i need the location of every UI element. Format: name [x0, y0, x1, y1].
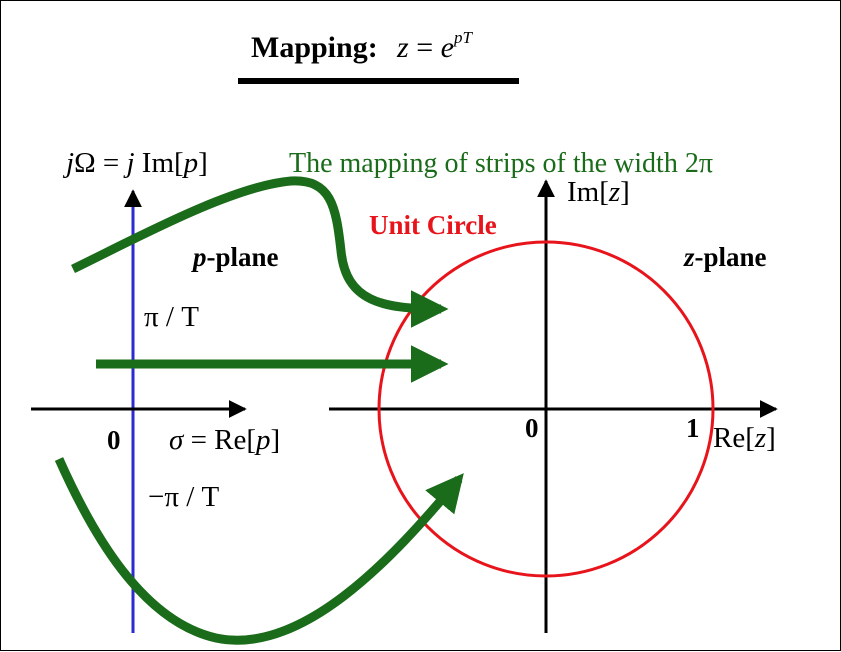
unit-circle [377, 240, 715, 578]
title-equation: z = epT [396, 28, 473, 64]
z-plane-vertical-axis-label: Im[z] [567, 176, 630, 208]
lower-mapping-curve [54, 457, 464, 645]
title-label: Mapping: [251, 31, 378, 64]
unit-circle-label: Unit Circle [369, 210, 497, 240]
z-plane-origin: 0 [525, 413, 539, 443]
p-plane-vertical-axis-label: jΩ = j Im[p] [62, 147, 208, 179]
p-plane-name: p-plane [191, 242, 279, 272]
p-plane-horizontal-axis-label: σ = Re[p] [169, 424, 280, 456]
z-plane-horizontal-axis-label: Re[z] [713, 422, 776, 454]
z-plane-name: z-plane [683, 242, 767, 272]
z-plane-unit-point: 1 [686, 413, 700, 443]
upper-mapping-curve [71, 176, 449, 328]
caption-text: The mapping of strips of the width 2π [289, 148, 713, 179]
p-plane-origin: 0 [107, 425, 121, 455]
upper-strip-label: π / T [144, 301, 199, 333]
lower-strip-label: −π / T [148, 481, 220, 513]
